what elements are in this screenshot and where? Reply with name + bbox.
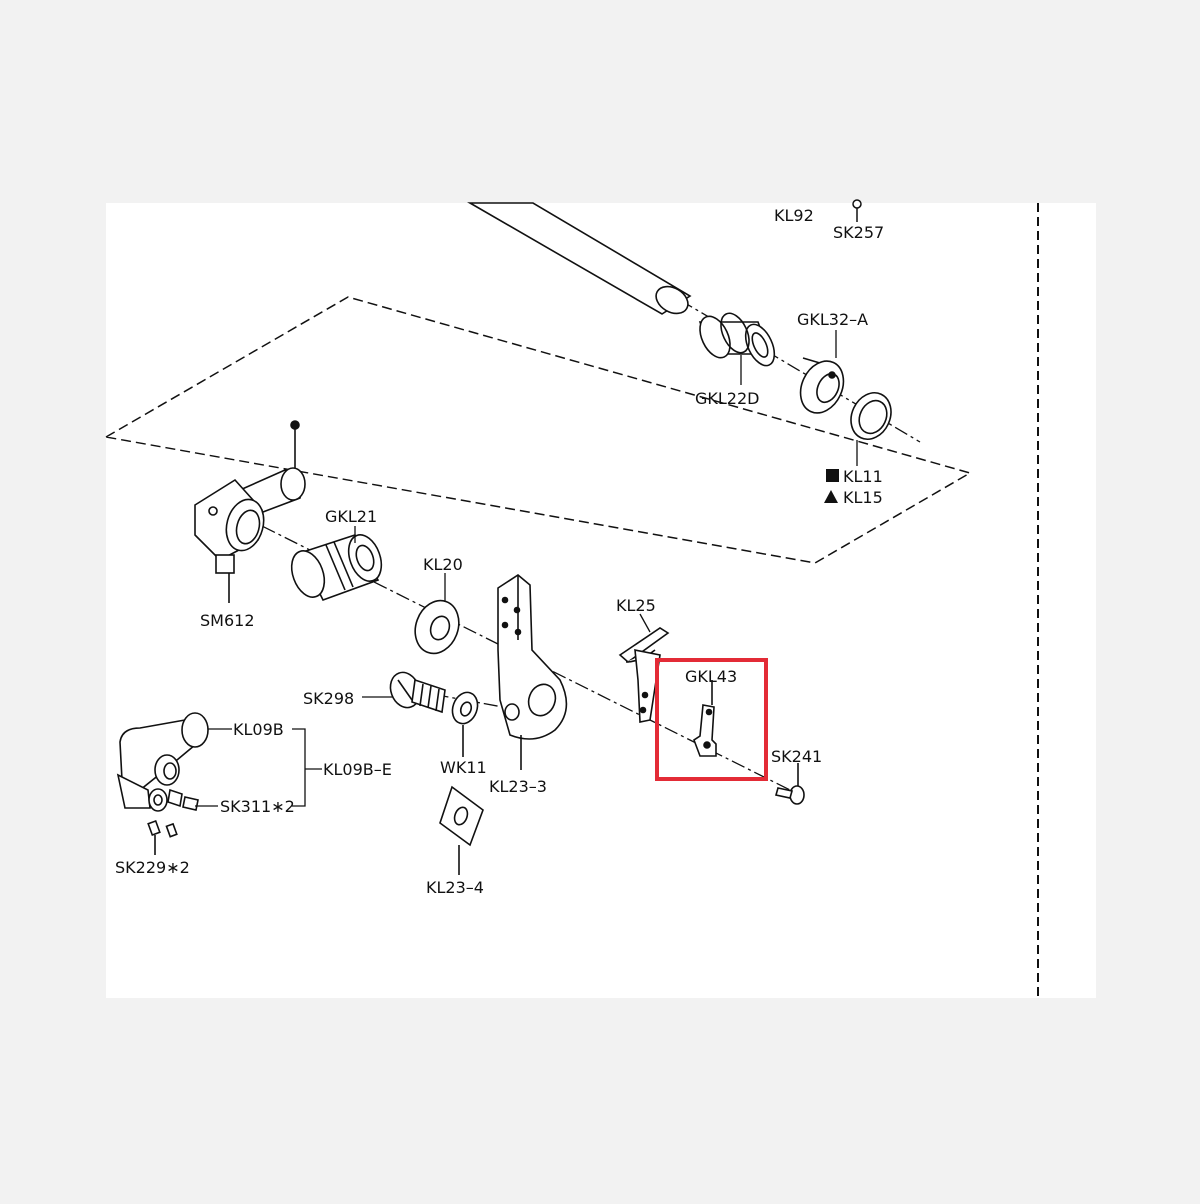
drive-shaft [467,202,692,315]
label-sk311: SK311∗2 [220,797,295,816]
label-gkl21: GKL21 [325,507,377,526]
label-kl23-4: KL23–4 [426,878,484,897]
washer-kl20 [414,599,460,655]
screw-sk241 [774,763,805,805]
label-kl25: KL25 [616,596,656,615]
label-sm612: SM612 [200,611,255,630]
highlight-box-gkl43 [655,658,768,781]
screw-sk298 [389,671,446,714]
washer-wk11 [451,691,479,757]
ring-kl11 [850,392,892,440]
label-kl11: KL11 [843,467,883,486]
label-kl15: KL15 [843,488,883,507]
label-gkl32a: GKL32–A [797,310,868,329]
label-gkl43: GKL43 [685,667,737,686]
bushing-gkl22d [698,312,776,367]
label-sk257: SK257 [833,223,884,242]
pin-sk257 [852,199,862,222]
assembly-frame [103,296,972,564]
label-kl92: KL92 [774,206,814,225]
label-sk298: SK298 [303,689,354,708]
label-kl09b: KL09B [233,720,284,739]
yoke-sm612 [194,420,306,603]
label-gkl22d: GKL22D [695,389,759,408]
label-kl20: KL20 [423,555,463,574]
leader-lines [195,330,858,807]
label-sk229: SK229∗2 [115,858,190,877]
label-kl09be: KL09B–E [323,760,392,779]
square-marker [826,469,839,482]
spring-kl25 [618,627,670,723]
sleeve-gkl21 [290,534,383,601]
part-labels: KL92 SK257 GKL32–A GKL22D KL11 KL15 GKL2… [115,206,884,897]
triangle-marker [824,490,838,503]
label-sk241: SK241 [771,747,822,766]
bracket-gkl43 [693,680,717,757]
lever-kl23-3 [497,574,568,770]
label-kl23-3: KL23–3 [489,777,547,796]
plate-kl23-4 [439,785,484,875]
label-wk11: WK11 [440,758,487,777]
diagram-sheet [106,203,1096,998]
collar-gkl32a [799,357,845,414]
joint-kl09b-e [116,712,209,855]
